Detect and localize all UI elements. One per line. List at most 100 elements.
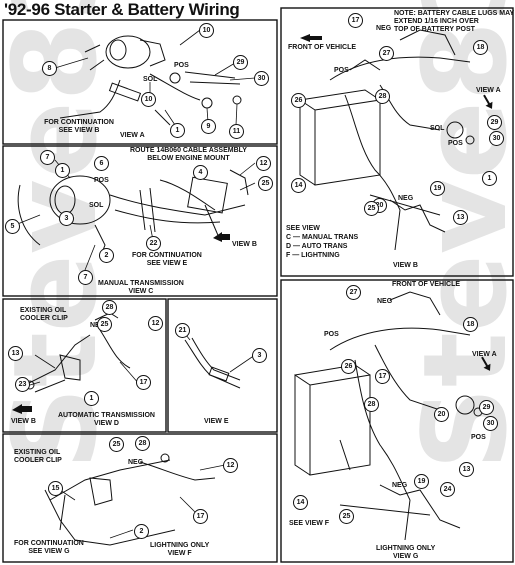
callout: 6 (94, 156, 109, 171)
callout: 5 (5, 219, 20, 234)
view-g-see-view: SEE VIEW F (289, 520, 330, 527)
callout: 19 (414, 474, 429, 489)
view-g-pos-label-2: POS (471, 434, 486, 441)
view-c-route-label: ROUTE 14B060 CABLE ASSEMBLY BELOW ENGINE… (130, 147, 247, 162)
view-a-sol-label: SOL (143, 76, 158, 83)
view-g-label: LIGHTNING ONLY VIEW G (376, 545, 436, 560)
callout: 25 (364, 201, 379, 216)
callout: 4 (193, 165, 208, 180)
view-b-legend-f: F — LIGHTNING (286, 252, 340, 259)
arrow-view-b-c (213, 232, 230, 242)
view-g-neg-label: NEG (377, 298, 393, 305)
callout: 7 (40, 150, 55, 165)
view-c-label: MANUAL TRANSMISSION VIEW C (98, 280, 184, 295)
callout: 29 (487, 115, 502, 130)
view-g-pos-label: POS (324, 331, 339, 338)
callout: 17 (136, 375, 151, 390)
callout: 2 (134, 524, 149, 539)
callout: 12 (256, 156, 271, 171)
callout: 8 (42, 61, 57, 76)
view-b-legend-c: C — MANUAL TRANS (286, 234, 359, 241)
callout: 28 (364, 397, 379, 412)
view-f-clip-label: EXISTING OIL COOLER CLIP (14, 449, 62, 464)
callout: 1 (84, 391, 99, 406)
view-e-label: VIEW E (204, 418, 229, 425)
view-b-pos-label-2: POS (448, 140, 463, 147)
view-b-label: VIEW B (393, 262, 418, 269)
callout: 25 (339, 509, 354, 524)
callout: 17 (193, 509, 208, 524)
view-a-label: VIEW A (120, 132, 145, 139)
callout: 18 (473, 40, 488, 55)
view-c-pos-label: POS (94, 177, 109, 184)
panel-borders (2, 7, 514, 563)
arrow-view-a-g (481, 356, 491, 371)
panel-view-e (167, 298, 278, 433)
view-f-lightning (44, 453, 216, 546)
callout: 28 (135, 436, 150, 451)
view-a-starter (59, 35, 242, 126)
arrows (12, 34, 493, 414)
callout: 26 (341, 359, 356, 374)
callout: 1 (170, 123, 185, 138)
callout: 3 (252, 348, 267, 363)
view-f-neg-label: NEG (128, 459, 144, 466)
callout: 9 (201, 119, 216, 134)
callout: 7 (78, 270, 93, 285)
callout: 19 (430, 181, 445, 196)
view-g-battery (294, 291, 483, 541)
callout: 13 (453, 210, 468, 225)
panel-view-f (2, 433, 278, 563)
arrow-view-a-b (483, 94, 493, 109)
panel-view-g (280, 279, 514, 563)
view-a-continuation: FOR CONTINUATION SEE VIEW B (44, 119, 114, 134)
callout: 30 (254, 71, 269, 86)
view-d-clip-label: EXISTING OIL COOLER CLIP (20, 307, 68, 322)
panel-view-b (280, 7, 514, 277)
view-b-neg-label: NEG (376, 25, 392, 32)
view-b-note: NOTE: BATTERY CABLE LUGS MAY EXTEND 1/16… (394, 10, 515, 33)
view-b-legend-d: D — AUTO TRANS (286, 243, 348, 250)
view-e-cable (184, 337, 241, 389)
callout: 1 (482, 171, 497, 186)
callout: 25 (109, 437, 124, 452)
callout: 25 (97, 317, 112, 332)
panel-view-d (2, 298, 167, 433)
watermark-text-right: Steve83 (399, 0, 515, 470)
view-b-see-view: SEE VIEW (286, 225, 320, 232)
view-f-label: LIGHTNING ONLY VIEW F (150, 542, 210, 557)
arrow-front-b (300, 34, 322, 42)
callout: 20 (434, 407, 449, 422)
callout: 27 (346, 285, 361, 300)
view-b-neg-label-2: NEG (398, 195, 414, 202)
callout: 23 (15, 377, 30, 392)
view-c-view-b-ref: VIEW B (232, 241, 257, 248)
view-g-view-a-ref: VIEW A (472, 351, 497, 358)
callout: 24 (440, 482, 455, 497)
callout: 25 (258, 176, 273, 191)
callout: 13 (8, 346, 23, 361)
view-d-view-b-ref: VIEW B (11, 418, 36, 425)
view-c-continuation: FOR CONTINUATION SEE VIEW E (132, 252, 202, 267)
callout: 14 (291, 178, 306, 193)
view-d-label: AUTOMATIC TRANSMISSION VIEW D (58, 412, 155, 427)
view-a-pos-label: POS (174, 62, 189, 69)
callout: 28 (375, 89, 390, 104)
callout: 12 (223, 458, 238, 473)
panel-view-a (2, 19, 278, 145)
view-c-starter-manual (17, 169, 249, 259)
callout: 29 (233, 55, 248, 70)
callout: 10 (199, 23, 214, 38)
callout: 17 (375, 369, 390, 384)
callout: 22 (146, 236, 161, 251)
callout: 30 (489, 131, 504, 146)
callout: 18 (463, 317, 478, 332)
callout: 17 (348, 13, 363, 28)
view-b-view-a-ref: VIEW A (476, 87, 501, 94)
view-g-front-label: FRONT OF VEHICLE (392, 281, 461, 288)
callout: 26 (291, 93, 306, 108)
callout: 3 (59, 211, 74, 226)
callout: 27 (379, 46, 394, 61)
